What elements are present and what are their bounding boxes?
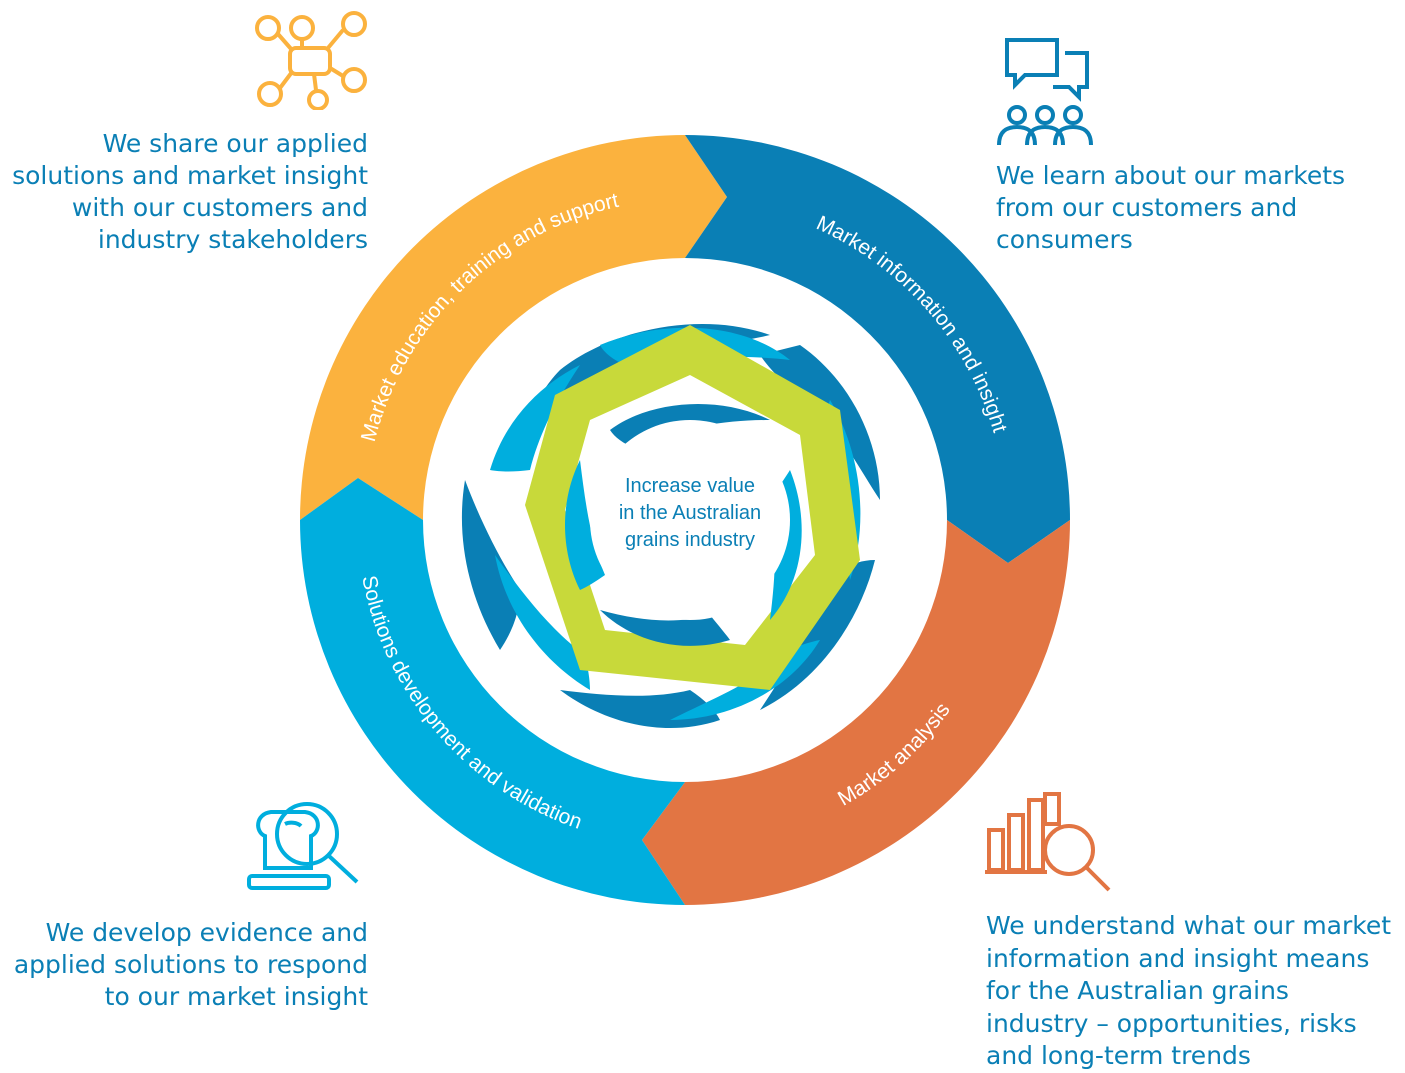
network-people-icon <box>255 11 367 110</box>
segment-information <box>685 135 1070 563</box>
conversation-group-icon <box>997 38 1093 146</box>
swirl-emblem <box>461 323 880 729</box>
caption-top-right: We learn about our markets from our cust… <box>996 161 1346 254</box>
center-text-line1: Increase value <box>625 475 755 497</box>
center-text-line3: grains industry <box>625 529 755 551</box>
bread-magnifier-icon <box>247 802 359 890</box>
bar-chart-magnifier-icon <box>985 792 1111 892</box>
caption-bottom-left: We develop evidence and applied solution… <box>13 918 368 1011</box>
caption-top-left: We share our applied solutions and marke… <box>12 129 368 254</box>
segment-solutions <box>300 478 685 905</box>
caption-bottom-right: We understand what our market informatio… <box>986 911 1392 1070</box>
segment-analysis <box>642 520 1070 905</box>
center-text-line2: in the Australian <box>619 502 761 524</box>
segment-education <box>300 135 727 520</box>
